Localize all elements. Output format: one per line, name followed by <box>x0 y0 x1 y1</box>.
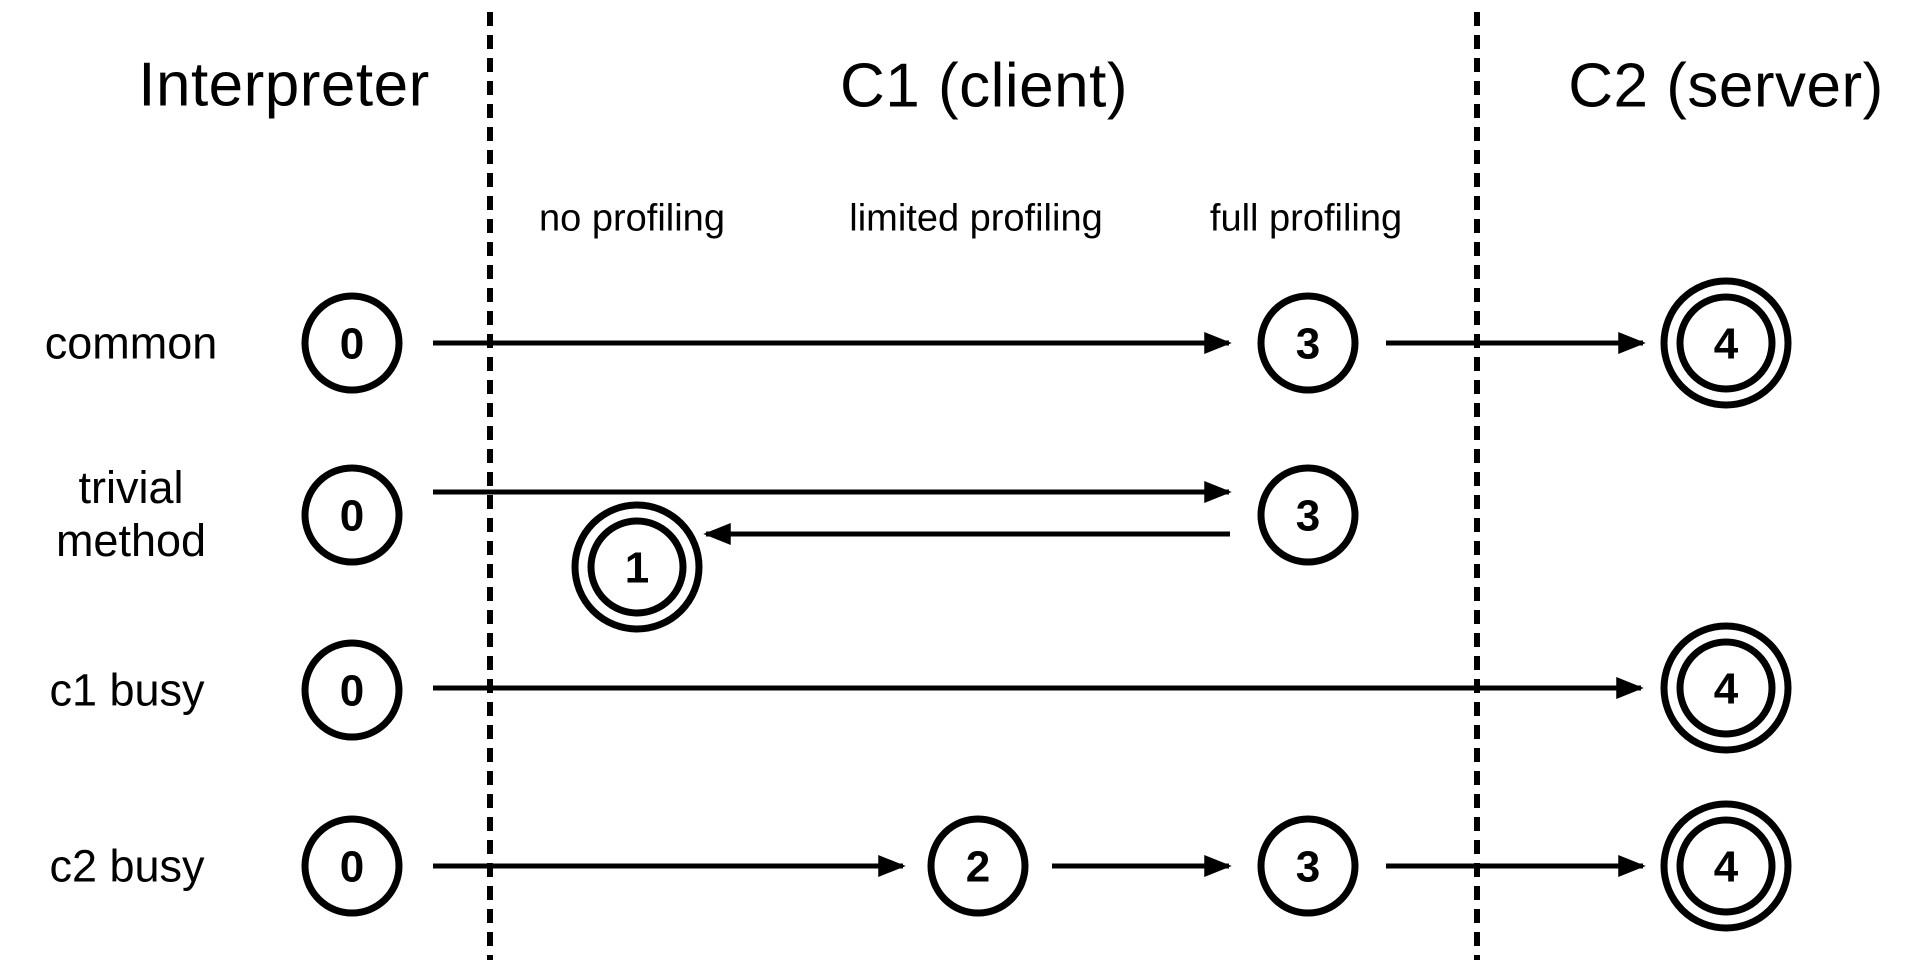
state-number: 1 <box>625 543 649 592</box>
state-node-c1busy-0: 0 <box>301 639 403 741</box>
state-circle <box>927 815 1029 917</box>
state-node-common-4: 4 <box>1660 277 1792 409</box>
final-state-inner-ring <box>1676 638 1776 738</box>
state-number: 4 <box>1714 319 1739 368</box>
state-circle <box>301 815 403 917</box>
state-number: 4 <box>1714 664 1739 713</box>
row-label-common: common <box>45 317 218 370</box>
state-node-common-3: 3 <box>1257 292 1359 394</box>
state-circle <box>301 639 403 741</box>
state-number: 3 <box>1296 842 1320 891</box>
state-node-c1busy-4: 4 <box>1660 622 1792 754</box>
state-node-trivial-3: 3 <box>1257 464 1359 566</box>
row-label-c2-busy: c2 busy <box>49 840 204 893</box>
row-label-c1-busy: c1 busy <box>49 664 204 717</box>
final-state-inner-ring <box>587 517 687 617</box>
profiling-label-limited-profiling: limited profiling <box>849 197 1103 240</box>
state-number: 3 <box>1296 319 1320 368</box>
column-title-interpreter: Interpreter <box>138 50 430 120</box>
state-number: 3 <box>1296 491 1320 540</box>
state-circle <box>1257 815 1359 917</box>
profiling-label-no-profiling: no profiling <box>539 197 725 240</box>
state-nodes: 0 3 4 0 3 1 0 4 0 2 3 4 <box>301 277 1792 932</box>
state-circle <box>301 464 403 566</box>
final-state-inner-ring <box>1676 816 1776 916</box>
state-number: 2 <box>966 842 990 891</box>
final-state-inner-ring <box>1676 293 1776 393</box>
state-circle <box>301 292 403 394</box>
state-number: 0 <box>340 319 364 368</box>
state-number: 0 <box>340 491 364 540</box>
state-number: 0 <box>340 666 364 715</box>
state-node-c2busy-0: 0 <box>301 815 403 917</box>
transition-arrows <box>433 332 1646 877</box>
state-node-trivial-0: 0 <box>301 464 403 566</box>
state-number: 4 <box>1714 842 1739 891</box>
state-node-c2busy-4: 4 <box>1660 800 1792 932</box>
final-state-outer-ring <box>1660 622 1792 754</box>
state-node-c2busy-3: 3 <box>1257 815 1359 917</box>
state-node-common-0: 0 <box>301 292 403 394</box>
state-number: 0 <box>340 842 364 891</box>
final-state-outer-ring <box>1660 800 1792 932</box>
final-state-outer-ring <box>571 501 703 633</box>
final-state-outer-ring <box>1660 277 1792 409</box>
row-label-line: c2 busy <box>49 840 205 892</box>
profiling-label-full-profiling: full profiling <box>1209 197 1403 240</box>
column-title-c2-server: C2 (server) <box>1568 51 1884 121</box>
state-circle <box>1257 292 1359 394</box>
state-circle <box>1257 464 1359 566</box>
row-label-line: common <box>44 317 218 369</box>
column-separators <box>487 12 1480 960</box>
column-title-c1-client: C1 (client) <box>839 51 1129 121</box>
state-node-c2busy-2: 2 <box>927 815 1029 917</box>
row-label-line: trivial <box>78 462 184 513</box>
row-label-line: method <box>55 515 207 566</box>
row-label-line: c1 busy <box>49 664 205 716</box>
state-node-trivial-1: 1 <box>571 501 703 633</box>
